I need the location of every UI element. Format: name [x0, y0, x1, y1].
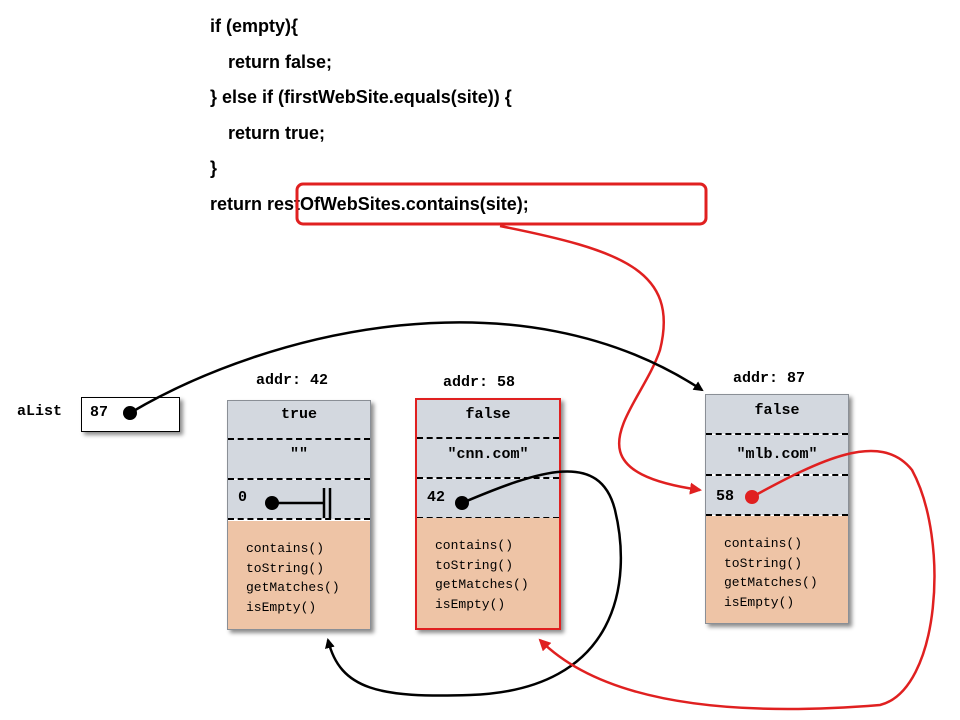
node-42: true "" 0 contains() toString() getMatch…: [227, 400, 371, 630]
next-field: 0: [228, 480, 370, 519]
alist-value: 87: [90, 404, 109, 421]
next-value: 42: [427, 489, 446, 506]
site-field: "mlb.com": [706, 435, 848, 474]
code-line: } else if (firstWebSite.equals(site)) {: [210, 87, 512, 107]
recursive-call-highlight: [295, 182, 708, 226]
empty-value: false: [754, 402, 800, 419]
method-isempty: isEmpty(): [435, 596, 506, 612]
site-field: "": [228, 440, 370, 479]
method-isempty: isEmpty(): [724, 594, 795, 610]
site-field: "cnn.com": [417, 439, 559, 478]
methods-list: contains() toString() getMatches() isEmp…: [228, 521, 370, 629]
method-tostring: toString(): [435, 557, 514, 573]
next-pointer-arrow-58: [325, 470, 623, 697]
node-58: false "cnn.com" 42 contains() toString()…: [415, 398, 561, 630]
call-arrow: [499, 224, 702, 495]
method-tostring: toString(): [246, 560, 325, 576]
method-contains: contains(): [246, 541, 325, 556]
method-getmatches: getMatches(): [724, 575, 818, 590]
empty-value: false: [465, 406, 511, 423]
node-87-address: addr: 87: [733, 370, 806, 387]
method-getmatches: getMatches(): [435, 577, 529, 592]
empty-field: true: [228, 401, 370, 440]
empty-field: false: [417, 400, 559, 439]
site-value: "mlb.com": [736, 446, 818, 463]
next-value: 58: [716, 488, 735, 505]
node-58-address: addr: 58: [443, 374, 516, 391]
method-tostring: toString(): [724, 555, 803, 571]
empty-value: true: [280, 406, 317, 423]
code-line: }: [210, 158, 218, 178]
node-42-address: addr: 42: [256, 372, 329, 389]
next-field: 58: [706, 476, 848, 515]
methods-list: contains() toString() getMatches() isEmp…: [417, 518, 559, 628]
methods-list: contains() toString() getMatches() isEmp…: [706, 516, 848, 623]
alist-label: aList: [17, 403, 63, 420]
method-contains: contains(): [435, 538, 514, 553]
alist-reference-box: 87: [81, 397, 180, 432]
method-contains: contains(): [724, 536, 803, 551]
code-line: return false;: [228, 51, 333, 72]
code-line: if (empty){: [210, 16, 299, 36]
code-line-recursive-call: return restOfWebSites.contains(site);: [210, 193, 529, 214]
next-pointer-arrow-87: [538, 449, 936, 711]
node-87: false "mlb.com" 58 contains() toString()…: [705, 394, 849, 624]
alist-pointer-arrow: [129, 321, 704, 415]
method-isempty: isEmpty(): [246, 599, 317, 615]
code-snippet: if (empty){ return false; } else if (fir…: [210, 14, 529, 227]
site-value: "": [289, 446, 308, 463]
code-line: return true;: [228, 122, 326, 143]
next-value: 0: [238, 489, 248, 506]
site-value: "cnn.com": [447, 446, 529, 463]
next-field: 42: [417, 479, 559, 518]
method-getmatches: getMatches(): [246, 580, 340, 595]
empty-field: false: [706, 395, 848, 434]
